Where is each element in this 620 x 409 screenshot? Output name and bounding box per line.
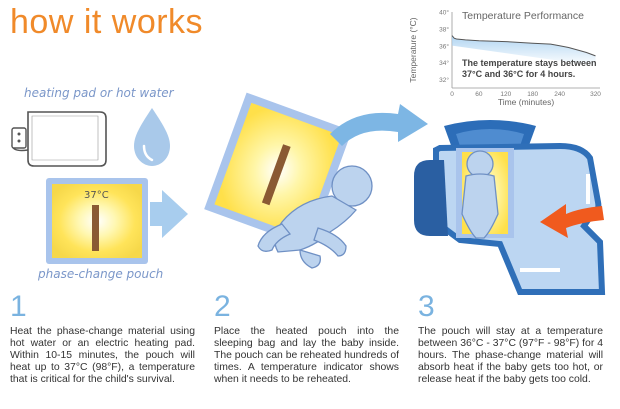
step-3-text: The pouch will stay at a temperature bet… bbox=[418, 326, 603, 385]
chart-x-tick-label: 120 bbox=[500, 91, 511, 98]
step-2-text: Place the heated pouch into the sleeping… bbox=[214, 326, 399, 385]
chart-annotation-line1: The temperature stays between bbox=[462, 58, 597, 68]
chart-annotation-line2: 37°C and 36°C for 4 hours. bbox=[462, 69, 576, 79]
water-drop-icon bbox=[134, 108, 170, 166]
chart-x-ticks: 0 60 120 180 240 320 bbox=[450, 91, 601, 98]
hot-water-label: hot water bbox=[115, 86, 174, 100]
phase-change-pouch-1 bbox=[46, 178, 148, 264]
baby-illustration-3 bbox=[461, 150, 499, 239]
or-label: or bbox=[99, 86, 113, 100]
chart-x-tick-label: 180 bbox=[527, 91, 538, 98]
baby-illustration-2 bbox=[257, 165, 373, 269]
chart-x-tick-label: 240 bbox=[554, 91, 565, 98]
chart-y-tick-label: 36° bbox=[439, 42, 449, 50]
step-2-number: 2 bbox=[214, 290, 231, 323]
arrow-right-icon bbox=[150, 190, 188, 238]
pouch-label: phase-change pouch bbox=[38, 267, 164, 281]
orange-arrow-icon bbox=[540, 204, 604, 238]
chart-xlabel: Time (minutes) bbox=[498, 97, 555, 107]
step-1-number: 1 bbox=[10, 290, 27, 323]
chart-annotation: The temperature stays between 37°C and 3… bbox=[462, 58, 597, 80]
page-title: how it works bbox=[10, 3, 204, 41]
chart-line bbox=[451, 35, 596, 57]
chart-ylabel: Temperature (°C) bbox=[408, 17, 418, 82]
chart-x-tick-label: 60 bbox=[475, 91, 483, 98]
chart-y-tick-label: 38° bbox=[439, 25, 449, 33]
chart-area bbox=[452, 35, 596, 66]
chart-x-tick-label: 320 bbox=[590, 91, 601, 98]
chart-y-tick-label: 40° bbox=[439, 9, 449, 17]
curved-arrow-icon bbox=[330, 104, 428, 146]
step-1-text: Heat the phase-change material using hot… bbox=[10, 326, 195, 385]
chart-title: Temperature Performance bbox=[462, 10, 584, 22]
heating-pad-label: heating pad bbox=[24, 86, 97, 100]
chart-y-ticks: 32° 34° 36° 38° 40° bbox=[439, 9, 449, 85]
temperature-chart: 32° 34° 36° 38° 40° 0 60 120 180 240 320 Temperat… bbox=[408, 9, 601, 108]
pouch-temp-label: 37°C bbox=[84, 190, 109, 201]
chart-y-tick-label: 34° bbox=[439, 59, 449, 67]
step-3-number: 3 bbox=[418, 290, 435, 323]
heat-source-label: heating pad or hot water bbox=[24, 86, 174, 100]
chart-x-tick-label: 0 bbox=[450, 91, 454, 98]
chart-y-tick-label: 32° bbox=[439, 76, 449, 84]
heating-pad-icon bbox=[11, 111, 107, 167]
